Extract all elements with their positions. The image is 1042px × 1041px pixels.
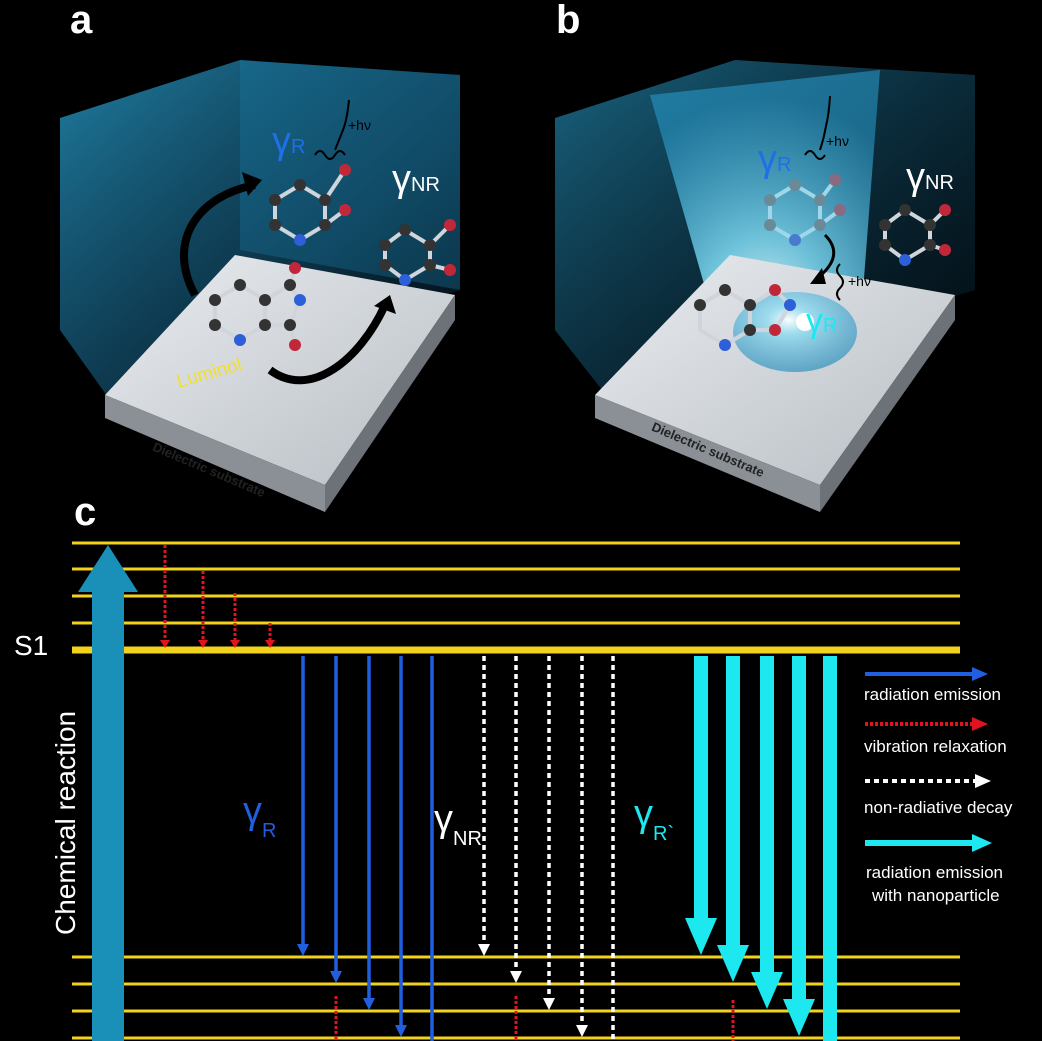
luminol-molecule-a — [209, 262, 306, 351]
nanoparticle-dome — [733, 292, 857, 372]
hv-label-b-top: +hν — [826, 133, 849, 149]
gamma-rp-label-c: γR` — [634, 793, 675, 845]
luminol-molecule-b — [694, 284, 796, 351]
gamma-nr-label-c: γNR — [434, 798, 482, 850]
energy-diagram — [72, 541, 992, 1041]
legend-text-nanoparticle-2: with nanoparticle — [872, 886, 1000, 905]
s1-label: S1 — [14, 630, 49, 661]
photon-wave-b-top — [804, 95, 831, 160]
photon-wave-a — [314, 99, 350, 160]
molecule-top-a — [269, 164, 351, 246]
panel-a-substrate — [105, 255, 455, 512]
photon-wave-b-mid — [836, 263, 844, 301]
legend-symbols — [865, 667, 992, 852]
gamma-nr-label-a: γNR — [392, 158, 440, 200]
legend-text-nonradiative: non-radiative decay — [864, 798, 1013, 817]
legend-text-vibration: vibration relaxation — [864, 737, 1007, 756]
reaction-arrow-shaft — [92, 590, 124, 1041]
gamma-nr-label-b: γNR — [906, 156, 954, 198]
reaction-arrow-right-a — [267, 303, 389, 385]
gamma-r-label-b: γR — [758, 138, 792, 180]
panel-b-substrate — [595, 255, 955, 512]
reaction-arrow-head — [78, 545, 138, 592]
molecule-top-b — [764, 174, 846, 246]
reaction-arrow-up-a — [180, 181, 256, 297]
hv-label-b-mid: +hν — [848, 273, 871, 289]
legend-text-radiation: radiation emission — [864, 685, 1002, 704]
chemical-reaction-label: Chemical reaction — [50, 710, 81, 935]
gamma-r-label-c: γR — [243, 790, 277, 842]
hv-label-a: +hν — [348, 117, 371, 133]
molecule-right-b — [879, 204, 951, 266]
legend-text-nanoparticle-1: radiation emission — [866, 863, 1004, 882]
gamma-rp-label-b: γR` — [806, 302, 845, 340]
panel-c-letter: c — [74, 490, 97, 534]
molecule-right-a — [379, 219, 456, 286]
panel-b-letter: b — [556, 0, 581, 42]
gamma-r-label-a: γR — [272, 120, 306, 162]
panel-a-letter: a — [70, 0, 93, 42]
